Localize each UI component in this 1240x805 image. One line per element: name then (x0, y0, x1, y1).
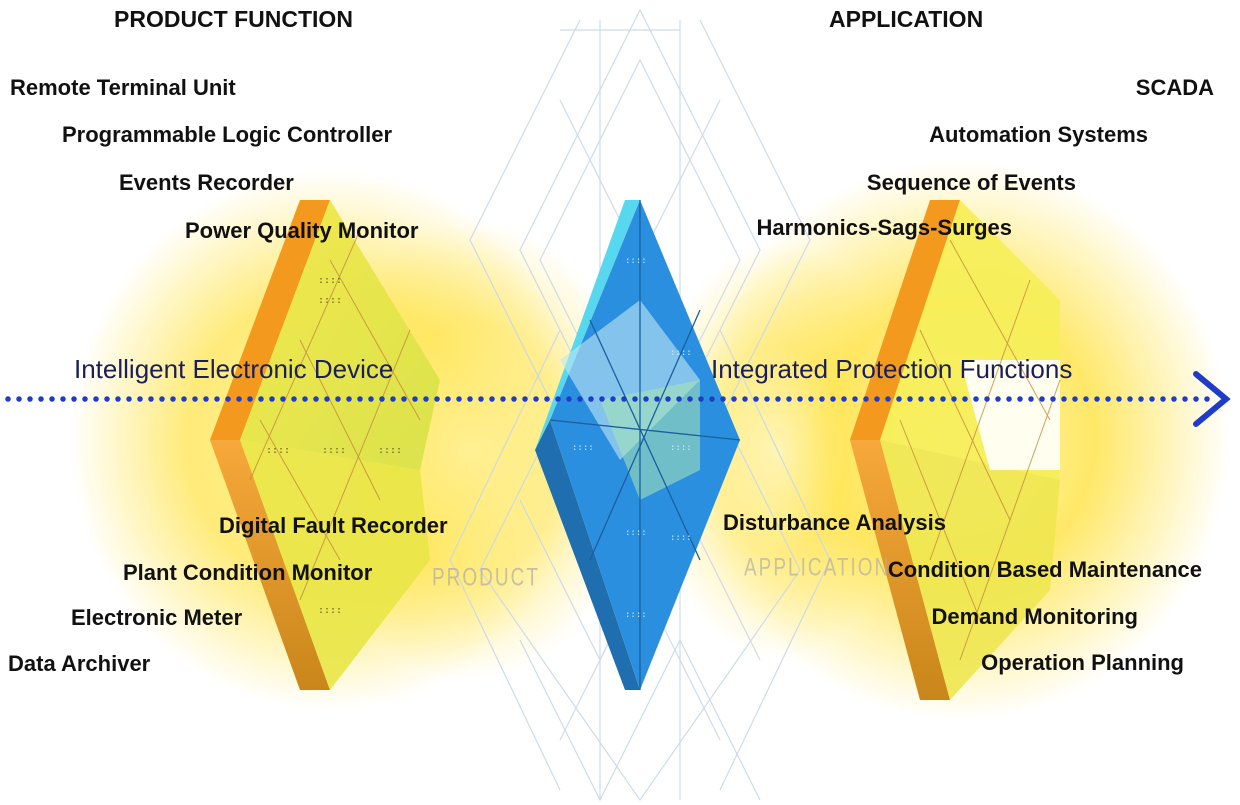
product-function-item: Electronic Meter (71, 605, 243, 630)
application-item: Harmonics-Sags-Surges (756, 215, 1012, 240)
application-item: Condition Based Maintenance (887, 557, 1202, 582)
svg-text:::::: :::: (322, 445, 346, 456)
application-item: Sequence of Events (866, 170, 1076, 195)
svg-text:::::: :::: (318, 275, 342, 286)
application-heading: APPLICATION (829, 6, 984, 32)
center-blue-diamond: :::::::: :::::::: :::::::: :::: (535, 200, 741, 690)
product-function-item: Digital Fault Recorder (219, 513, 448, 538)
svg-text:::::: :::: (670, 348, 692, 358)
product-function-item: Programmable Logic Controller (62, 122, 393, 147)
svg-text:::::: :::: (266, 445, 290, 456)
svg-text:::::: :::: (670, 443, 692, 453)
svg-text:::::: :::: (318, 295, 342, 306)
svg-text:::::: :::: (378, 445, 402, 456)
application-item: Demand Monitoring (931, 604, 1138, 629)
product-function-item: Plant Condition Monitor (123, 560, 373, 585)
application-item: Operation Planning (981, 650, 1184, 675)
product-function-item: Remote Terminal Unit (10, 75, 236, 100)
product-watermark: PRODUCT (432, 564, 540, 592)
product-function-item: Power Quality Monitor (185, 218, 419, 243)
integrated-protection-functions-label: Integrated Protection Functions (711, 354, 1073, 384)
flow-arrow (5, 371, 1231, 427)
product-function-heading: PRODUCT FUNCTION (114, 6, 353, 32)
svg-text:::::: :::: (572, 443, 594, 453)
svg-text:::::: :::: (625, 610, 647, 620)
svg-text:::::: :::: (670, 533, 692, 543)
product-function-item: Events Recorder (119, 170, 294, 195)
application-watermark: APPLICATION (744, 554, 891, 582)
svg-text:::::: :::: (625, 528, 647, 538)
intelligent-electronic-device-label: Intelligent Electronic Device (74, 354, 394, 384)
application-panel (850, 200, 1061, 700)
product-panel: :::::::: :::::::::::: :::: (210, 200, 440, 690)
application-item: SCADA (1135, 75, 1214, 100)
svg-text:::::: :::: (625, 256, 647, 266)
product-function-item: Data Archiver (8, 651, 151, 676)
arrowhead-icon (1193, 371, 1231, 427)
application-item: Disturbance Analysis (723, 510, 946, 535)
application-item: Automation Systems (929, 122, 1148, 147)
svg-text:::::: :::: (318, 605, 342, 616)
